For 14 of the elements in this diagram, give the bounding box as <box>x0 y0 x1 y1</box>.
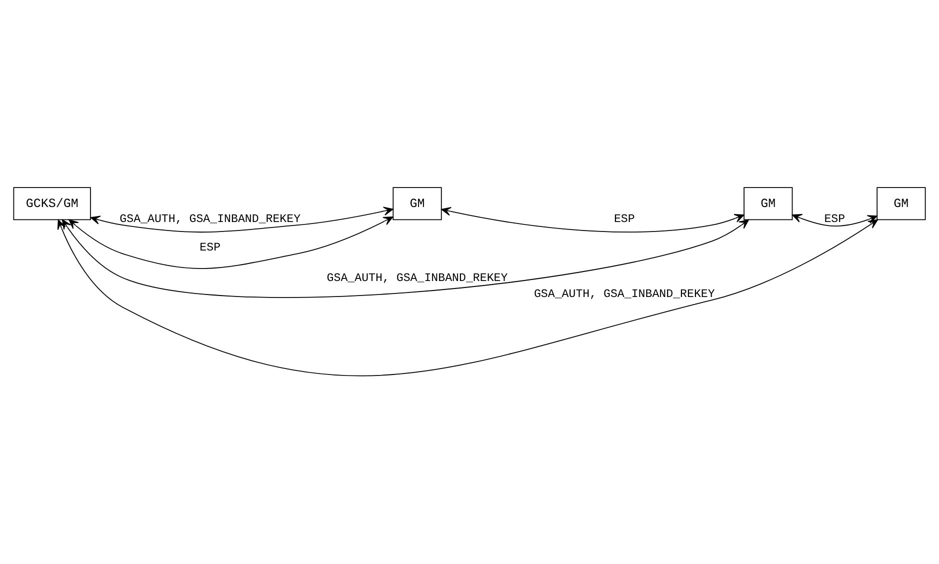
node-box: GM <box>392 187 442 220</box>
arrow <box>90 206 394 233</box>
edge-label: GSA_AUTH, GSA_INBAND_REKEY <box>534 288 715 301</box>
edge-label: ESP <box>614 212 635 226</box>
arrow <box>792 214 878 226</box>
edge-label: GSA_AUTH, GSA_INBAND_REKEY <box>120 212 301 226</box>
edge-label: GSA_AUTH, GSA_INBAND_REKEY <box>326 272 508 285</box>
edge-label: ESP <box>200 241 221 254</box>
arrow <box>441 206 744 232</box>
node-box: GM <box>744 187 793 220</box>
node-box: GM <box>876 187 926 220</box>
node-box: GCKS/GM <box>13 187 91 220</box>
arrow <box>68 216 394 269</box>
edge-label: ESP <box>824 212 846 226</box>
